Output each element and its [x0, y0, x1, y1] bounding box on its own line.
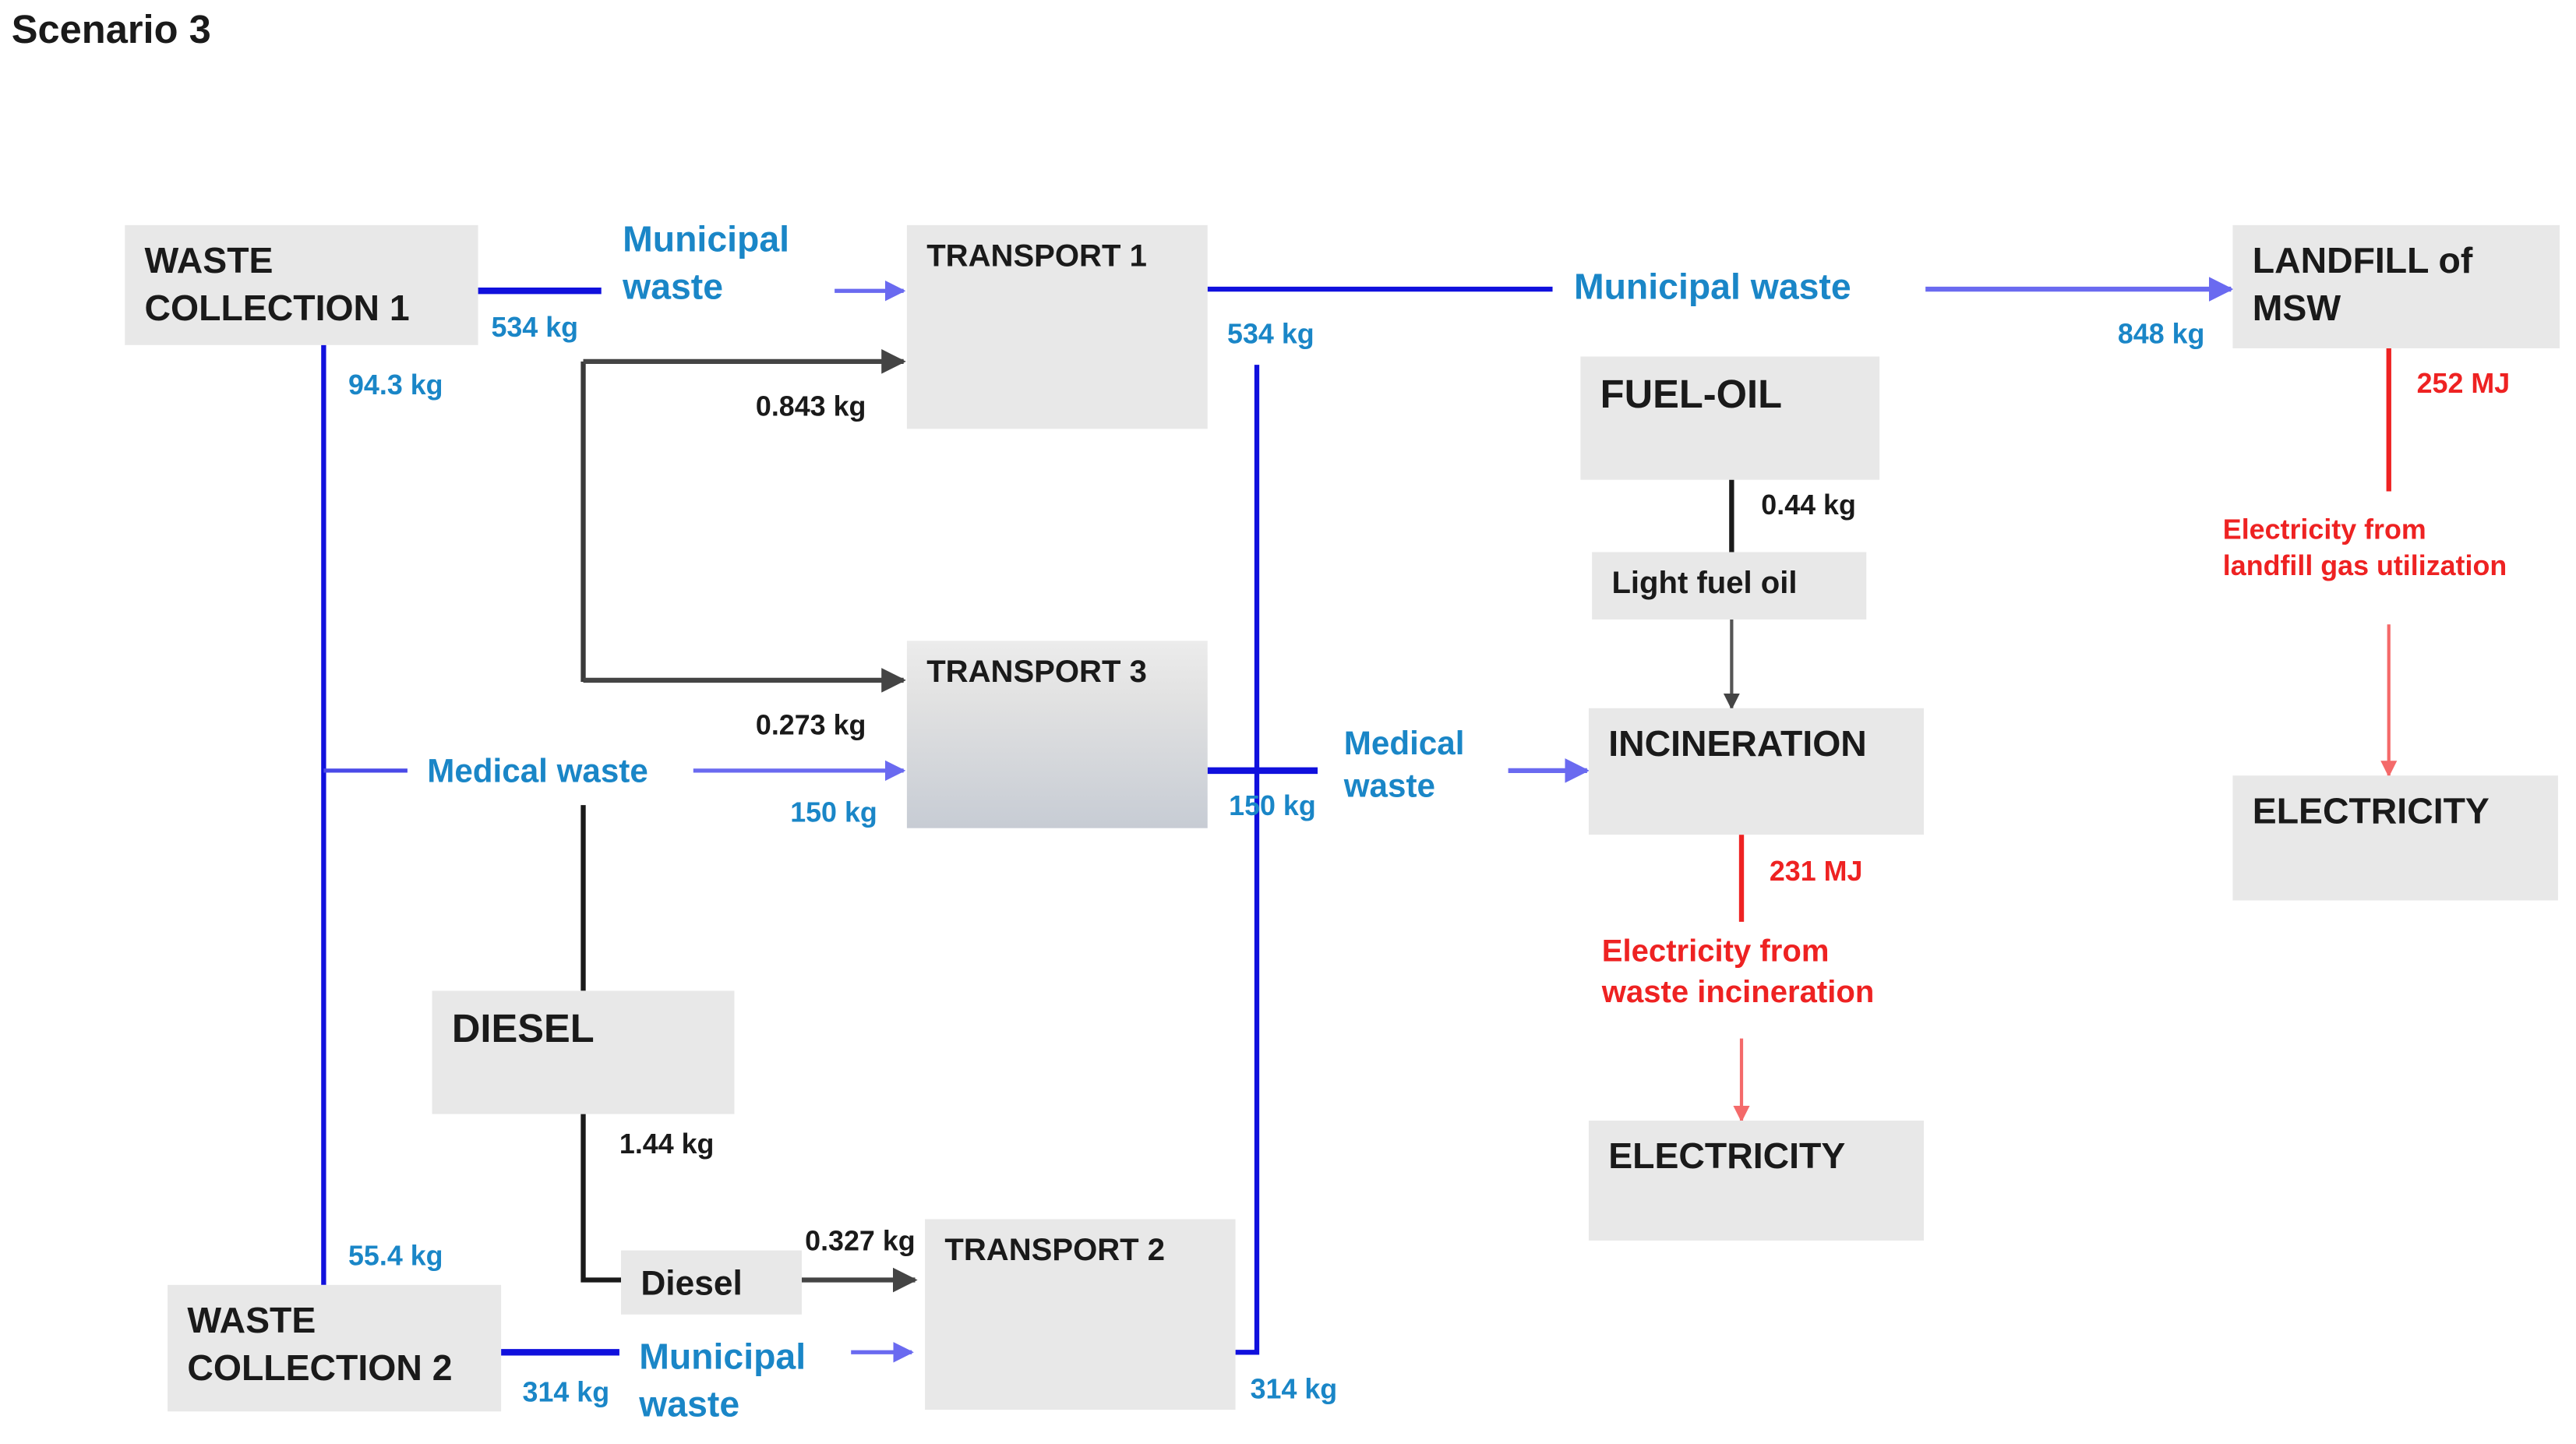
diesel-t1-qty: 0.843 kg — [755, 390, 866, 422]
medical-waste-right-label: Medical waste — [1343, 726, 1465, 806]
municipal-waste-1-label: Municipal waste — [623, 218, 790, 307]
elec-from-incineration-label: Electricity from waste incineration — [1601, 934, 1875, 1011]
t3-out-qty: 150 kg — [1229, 790, 1316, 822]
diesel-node: DIESEL — [432, 990, 735, 1114]
diesel-label: DIESEL — [451, 1007, 595, 1052]
transport-1-label: TRANSPORT 1 — [926, 239, 1147, 275]
waste-collection-1-node: WASTE COLLECTION 1 — [125, 224, 478, 345]
elec-from-landfill-label: Electricity from landfill gas utilizatio… — [2222, 514, 2507, 582]
electricity-incineration-node: ELECTRICITY — [1588, 1120, 1925, 1241]
t2-out-qty: 314 kg — [1250, 1373, 1338, 1405]
waste-collection-1-label: WASTE COLLECTION 1 — [144, 239, 410, 328]
landfill-in-qty: 848 kg — [2117, 319, 2205, 351]
electricity-incineration-label: ELECTRICITY — [1608, 1135, 1846, 1177]
incineration-node: INCINERATION — [1588, 708, 1925, 835]
landfill-energy-qty: 252 MJ — [2416, 368, 2511, 400]
waste-collection-2-label: WASTE COLLECTION 2 — [187, 1299, 453, 1388]
light-fuel-oil-label: Light fuel oil — [1611, 567, 1798, 602]
wc1-medical-qty: 94.3 kg — [348, 369, 443, 401]
diesel-total-qty: 1.44 kg — [619, 1128, 715, 1160]
page-title: Scenario 3 — [11, 8, 211, 53]
diesel-small-node: Diesel — [621, 1250, 802, 1315]
transport-1-node: TRANSPORT 1 — [906, 224, 1208, 429]
medical-into-t3-qty: 150 kg — [790, 796, 877, 828]
t1-out-qty: 534 kg — [1227, 319, 1314, 351]
transport-2-node: TRANSPORT 2 — [925, 1219, 1236, 1410]
waste-collection-2-node: WASTE COLLECTION 2 — [168, 1284, 502, 1412]
diesel-down-line — [580, 1114, 622, 1283]
electricity-landfill-label: ELECTRICITY — [2252, 790, 2490, 831]
incineration-label: INCINERATION — [1608, 722, 1867, 764]
fuel-oil-qty: 0.44 kg — [1761, 489, 1856, 521]
diesel-t2-qty: 0.327 kg — [805, 1225, 916, 1258]
wc2-municipal-qty: 314 kg — [522, 1376, 610, 1408]
wc1-municipal-qty: 534 kg — [491, 312, 579, 344]
municipal-waste-2-label: Municipal waste — [639, 1336, 806, 1425]
diesel-small-label: Diesel — [640, 1265, 743, 1304]
landfill-label: LANDFILL of MSW — [2252, 239, 2473, 328]
municipal-waste-main-label: Municipal waste — [1573, 266, 1851, 308]
transport-3-label: TRANSPORT 3 — [926, 655, 1147, 690]
fuel-oil-label: FUEL-OIL — [1600, 372, 1782, 418]
landfill-node: LANDFILL of MSW — [2232, 224, 2560, 349]
transport-3-node: TRANSPORT 3 — [906, 641, 1208, 828]
transport-2-label: TRANSPORT 2 — [944, 1234, 1166, 1269]
medical-waste-left-label: Medical waste — [427, 754, 648, 791]
t2-t1-link-line — [1235, 365, 1260, 1355]
wc2-medical-qty: 55.4 kg — [348, 1240, 443, 1272]
diesel-t3-qty: 0.273 kg — [755, 709, 866, 741]
light-fuel-oil-node: Light fuel oil — [1592, 552, 1867, 620]
incineration-energy-qty: 231 MJ — [1769, 856, 1863, 888]
electricity-landfill-node: ELECTRICITY — [2232, 775, 2558, 901]
fuel-oil-node: FUEL-OIL — [1580, 356, 1880, 480]
